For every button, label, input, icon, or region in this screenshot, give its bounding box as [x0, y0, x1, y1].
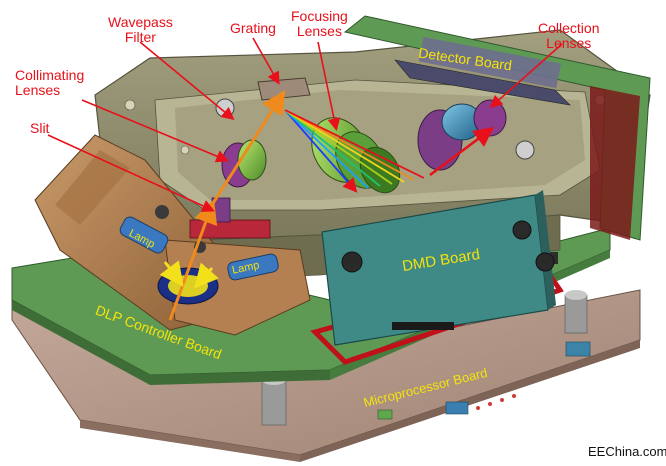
- standoffs: [261, 290, 588, 426]
- collimating-lenses-label: Collimating Lenses: [15, 67, 85, 99]
- lamp-arrows-icon: [159, 260, 219, 289]
- dmd-board-shape: [321, 190, 556, 346]
- microprocessor-components: [377, 341, 591, 420]
- focusing-lenses-label: Focusing Lenses: [291, 8, 348, 40]
- collection-arrow: [429, 127, 494, 176]
- wavepass-line1: Wavepass: [108, 14, 173, 30]
- wavepass-filter-label: Wavepass Filter: [108, 14, 173, 46]
- collection-line2: Lenses: [546, 35, 592, 52]
- wavepass-line2: Filter: [124, 29, 156, 46]
- slit-label: Slit: [30, 120, 50, 136]
- collimating-line1: Collimating: [15, 67, 85, 83]
- watermark: EEChina.com: [588, 444, 666, 459]
- collimating-line2: Lenses: [15, 82, 61, 99]
- light-path: [168, 89, 286, 321]
- spectrum-rays-icon: [284, 109, 425, 193]
- collection-line1: Collection: [538, 20, 600, 36]
- focusing-line2: Lenses: [296, 23, 342, 40]
- focusing-line1: Focusing: [291, 8, 348, 24]
- grating-label: Grating: [230, 20, 276, 36]
- collection-lenses-label: Collection Lenses: [538, 20, 600, 52]
- callout-arrows-icon: [47, 37, 563, 212]
